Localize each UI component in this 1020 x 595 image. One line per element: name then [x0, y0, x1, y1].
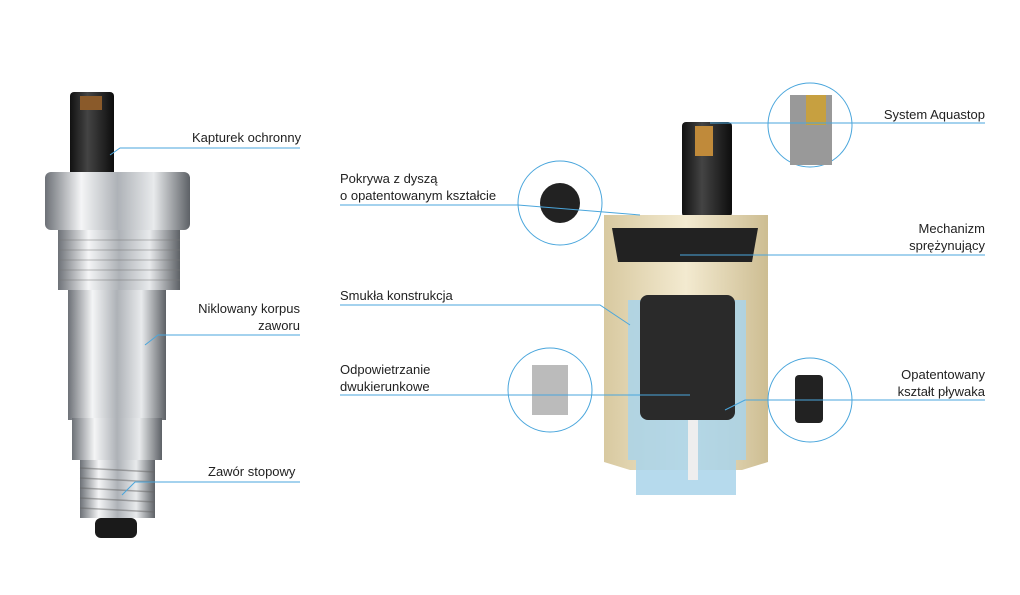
label-line: Odpowietrzanie	[340, 362, 431, 377]
hex-nut	[72, 418, 162, 460]
label-two-way-venting: Odpowietrzanie dwukierunkowe	[340, 361, 430, 395]
label-nickel-body: Niklowany korpus zaworu	[150, 300, 300, 334]
foot-valve-seal	[95, 518, 137, 538]
label-foot-valve: Zawór stopowy	[208, 464, 296, 479]
nickel-valve-illustration	[45, 92, 190, 538]
top-nut	[45, 172, 190, 230]
label-protective-cap: Kapturek ochronny	[192, 130, 302, 145]
label-line: Niklowany korpus	[198, 301, 300, 316]
label-float-shape: Opatentowany kształt pływaka	[835, 366, 985, 400]
label-line: Mechanizm	[918, 221, 985, 236]
label-line: kształt pływaka	[897, 384, 985, 399]
label-line: Opatentowany	[901, 367, 985, 382]
label-aquastop: System Aquastop	[883, 107, 985, 122]
valve-body	[68, 290, 166, 420]
label-cover-nozzle: Pokrywa z dyszą o opatentowanym kształcie	[340, 170, 496, 204]
label-line: dwukierunkowe	[340, 379, 430, 394]
label-line: Pokrywa z dyszą	[340, 171, 438, 186]
protective-cap	[70, 92, 114, 177]
leader-lines	[109, 122, 985, 496]
label-spring-mechanism: Mechanizm sprężynujący	[835, 220, 985, 254]
cutaway-valve-illustration	[604, 122, 768, 495]
label-slim-design: Smukła konstrukcja	[340, 288, 453, 303]
float	[640, 295, 735, 420]
label-line: zaworu	[258, 318, 300, 333]
label-line: sprężynujący	[909, 238, 985, 253]
label-line: o opatentowanym kształcie	[340, 188, 497, 203]
